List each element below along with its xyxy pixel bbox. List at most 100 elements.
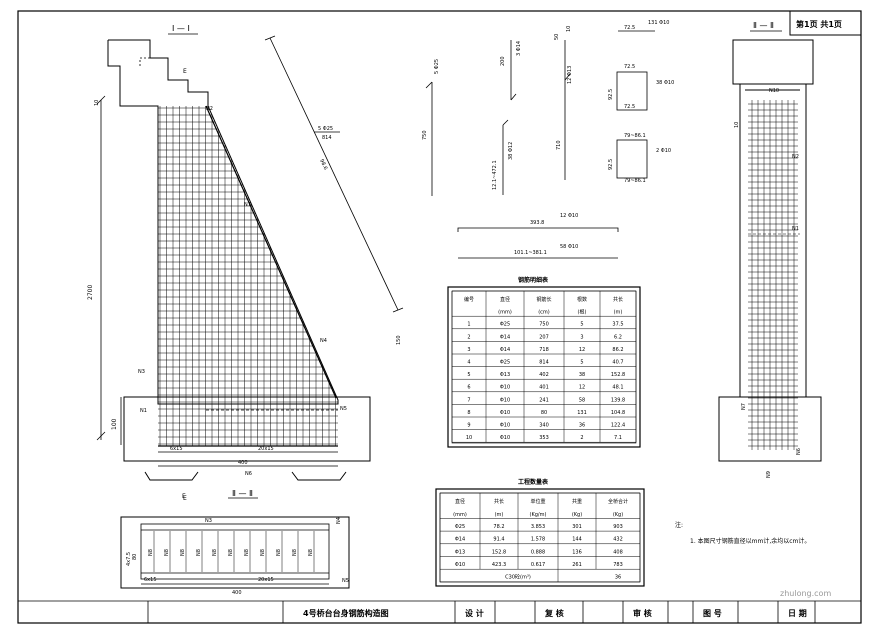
bar2-top: 3 Φ14 xyxy=(516,41,522,56)
dim-spacing-right: 20x15 xyxy=(258,446,274,452)
table-cell: Φ10 xyxy=(500,385,510,391)
rebar-grid xyxy=(158,105,338,447)
table-unit: (Kg) xyxy=(613,512,623,518)
table-cell: 5 xyxy=(467,372,470,378)
table-unit: (m) xyxy=(614,310,623,316)
plan-n5-label: N5 xyxy=(342,578,349,584)
plan-dim-side: 80 xyxy=(132,554,138,560)
table-cell: 903 xyxy=(613,524,623,530)
mark-n4: N4 xyxy=(320,338,327,344)
table-cell: Φ14 xyxy=(455,537,465,543)
bar2-len: 200 xyxy=(500,56,506,66)
callout-sub: 814 xyxy=(322,135,332,141)
cut-mark-e-bottom: E xyxy=(183,495,187,502)
drawing-no-label: 图 号 xyxy=(703,609,722,618)
table-cell: 402 xyxy=(539,372,549,378)
plan-n4-label: N4 xyxy=(336,517,342,524)
dim-top-offset: 10 xyxy=(94,100,100,106)
plan-cut-mark: E xyxy=(182,493,186,500)
table-header: 直径 xyxy=(455,498,465,505)
side-n7: N7 xyxy=(741,403,747,410)
table-cell: 48.1 xyxy=(612,385,623,391)
side-n2: N2 xyxy=(792,154,799,160)
table-cell: 152.8 xyxy=(492,549,506,555)
table-cell: Φ10 xyxy=(500,422,510,428)
table-cell: 5 xyxy=(580,322,583,328)
table-cell: 36 xyxy=(579,422,585,428)
table-cell: 10 xyxy=(466,435,472,441)
table-cell: 136 xyxy=(572,549,582,555)
table-cell: 5 xyxy=(580,359,583,365)
table-header: 根数 xyxy=(577,296,587,303)
table-unit: (cm) xyxy=(538,310,550,316)
slope-note: 98.6 xyxy=(318,158,328,171)
table-cell: 783 xyxy=(613,562,623,568)
table-header: 共重 xyxy=(572,498,582,505)
side-cap xyxy=(732,39,814,85)
plan-n8-label: N8 xyxy=(308,549,314,556)
bar7-side: 12.1~472.1 xyxy=(492,160,498,190)
table-cell: Φ10 xyxy=(455,562,465,568)
plan-n8-label: N8 xyxy=(180,549,186,556)
dim-base-height: 100 xyxy=(111,418,118,430)
table-cell: Φ25 xyxy=(500,359,510,365)
table-cell: 340 xyxy=(539,422,549,428)
table-cell: 6 xyxy=(467,385,470,391)
mark-n3: N3 xyxy=(138,369,145,375)
table-cell: 261 xyxy=(572,562,582,568)
table-cell: 3 xyxy=(467,347,470,353)
bar9-top: 58 Φ10 xyxy=(560,244,578,250)
side-n10: N10 xyxy=(769,88,779,94)
table-cell: 4 xyxy=(467,359,470,365)
table-cell: 401 xyxy=(539,385,549,391)
table-cell: Φ14 xyxy=(500,347,510,353)
table-cell: Φ13 xyxy=(455,549,465,555)
bar7-top: 38 Φ12 xyxy=(508,142,514,160)
plan-n8-label: N8 xyxy=(276,549,282,556)
mark-n2: N2 xyxy=(206,106,213,112)
bar5-side: 92.5 xyxy=(608,89,614,100)
page-info-box: 第1页 共1页 xyxy=(789,10,862,36)
table-cell: Φ10 xyxy=(500,435,510,441)
table-unit: (Kg/m) xyxy=(530,512,547,518)
side-top-dim: 10 xyxy=(734,122,740,128)
plan-n8-label: N8 xyxy=(228,549,234,556)
bar1-len: 750 xyxy=(422,130,428,140)
bar3-sub: 50 xyxy=(554,34,560,40)
table-cell: Φ10 xyxy=(500,410,510,416)
table-header: 编号 xyxy=(464,296,474,303)
bar6-len: 79~86.1 xyxy=(624,133,646,139)
dim-bottom-total: 400 xyxy=(238,460,248,466)
table-cell: 12 xyxy=(579,385,585,391)
table-cell: 432 xyxy=(613,537,623,543)
table-unit: (m) xyxy=(495,512,504,518)
table-cell: 423.3 xyxy=(492,562,506,568)
mark-n7: N7 xyxy=(244,202,251,208)
table-cell: 7.1 xyxy=(614,435,622,441)
bar-details: 5 Φ25 750 3 Φ14 200 10 50 12 Φ13 710 38 … xyxy=(422,20,674,259)
table-cell: 86.2 xyxy=(612,347,623,353)
table-cell: 207 xyxy=(539,334,549,340)
notes-heading: 注: xyxy=(675,521,683,529)
table-unit: (mm) xyxy=(498,310,512,316)
plan-section-label: Ⅱ — Ⅱ xyxy=(232,489,253,498)
table-cell: 38 xyxy=(579,372,585,378)
table-cell: 1.578 xyxy=(531,537,545,543)
table-header: 全桥合计 xyxy=(608,498,628,505)
dim-height: 2700 xyxy=(87,285,94,300)
cut-mark-e-top: E xyxy=(183,68,187,75)
bar3-len3: 710 xyxy=(556,140,562,150)
mark-n1: N1 xyxy=(140,408,147,414)
table-header: 钢筋长 xyxy=(536,296,551,303)
table-cell: 78.2 xyxy=(493,524,504,530)
table-unit: (Kg) xyxy=(572,512,582,518)
bar6-top: 2 Φ10 xyxy=(656,148,671,154)
slope-line xyxy=(269,37,399,311)
bar4-len: 72.5 xyxy=(624,25,635,31)
mark-n6: N6 xyxy=(245,471,252,477)
side-section-label: Ⅱ — Ⅱ xyxy=(753,21,774,30)
wall-outline xyxy=(107,39,339,405)
